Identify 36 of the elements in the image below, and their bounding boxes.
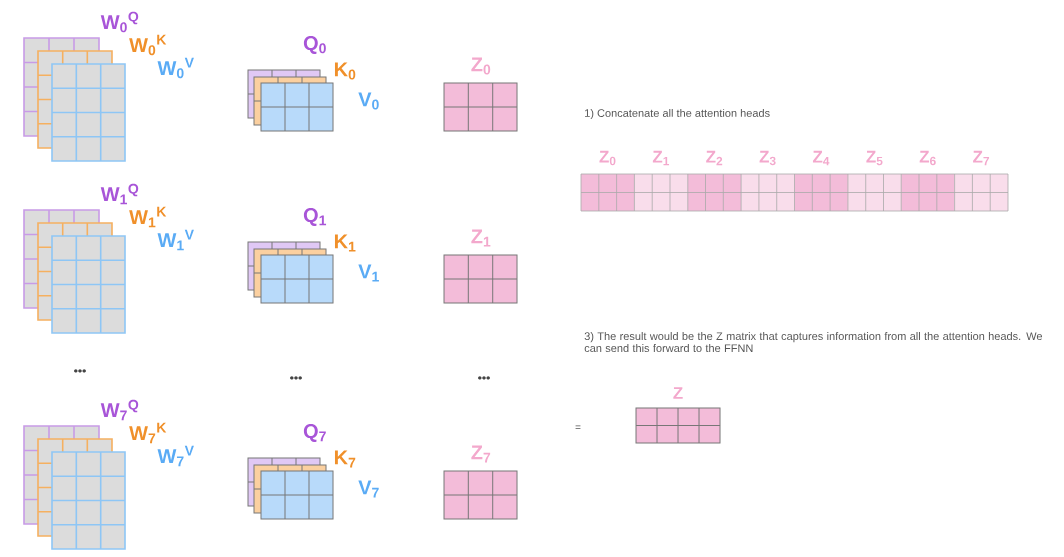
label: W$_{7}$K bbox=[129, 422, 167, 444]
label: Z$_{0}$ bbox=[599, 150, 616, 166]
label: W$_{1}$K bbox=[129, 206, 167, 228]
label: ••• bbox=[478, 376, 490, 380]
label: V$_{0}$ bbox=[358, 92, 379, 110]
label: ••• bbox=[74, 369, 86, 373]
label: V$_{7}$ bbox=[358, 480, 379, 498]
label: Z$_{1}$ bbox=[652, 150, 670, 166]
label: 1) Concatenate all the attention heads bbox=[585, 108, 770, 120]
label: Q$_{1}$ bbox=[303, 208, 327, 226]
label: ••• bbox=[290, 376, 302, 380]
label: 3) The result would be the Z matrix that captures information from all the attention heads. We can send this forward to the FFNN bbox=[584, 331, 1042, 353]
label: Z$_{5}$ bbox=[866, 150, 883, 166]
label: Z$_{6}$ bbox=[919, 150, 936, 166]
label: W$_{0}$V bbox=[157, 57, 194, 79]
label: K$_{1}$ bbox=[335, 234, 356, 252]
label: Z$_{1}$ bbox=[471, 229, 491, 247]
label: K$_{7}$ bbox=[335, 450, 356, 468]
label: V$_{1}$ bbox=[358, 264, 379, 282]
label: W$_{7}$Q bbox=[100, 399, 139, 421]
label: W$_{1}$Q bbox=[100, 183, 139, 205]
label: W$_{1}$V bbox=[157, 229, 194, 251]
label: Q$_{7}$ bbox=[303, 424, 326, 442]
label: K$_{0}$ bbox=[335, 62, 356, 80]
label: Z bbox=[673, 387, 683, 399]
label: W$_{0}$K bbox=[129, 34, 167, 56]
label: Z$_{2}$ bbox=[706, 150, 723, 166]
label: Z$_{0}$ bbox=[471, 57, 491, 75]
label: Z$_{3}$ bbox=[759, 150, 776, 166]
label: Z$_{7}$ bbox=[471, 445, 491, 463]
label: Z$_{4}$ bbox=[812, 150, 830, 166]
label: Z$_{7}$ bbox=[973, 150, 990, 166]
label: Q$_{0}$ bbox=[303, 36, 326, 54]
label: W$_{0}$Q bbox=[100, 11, 139, 33]
label: = bbox=[575, 425, 581, 429]
label: W$_{7}$V bbox=[157, 445, 194, 467]
